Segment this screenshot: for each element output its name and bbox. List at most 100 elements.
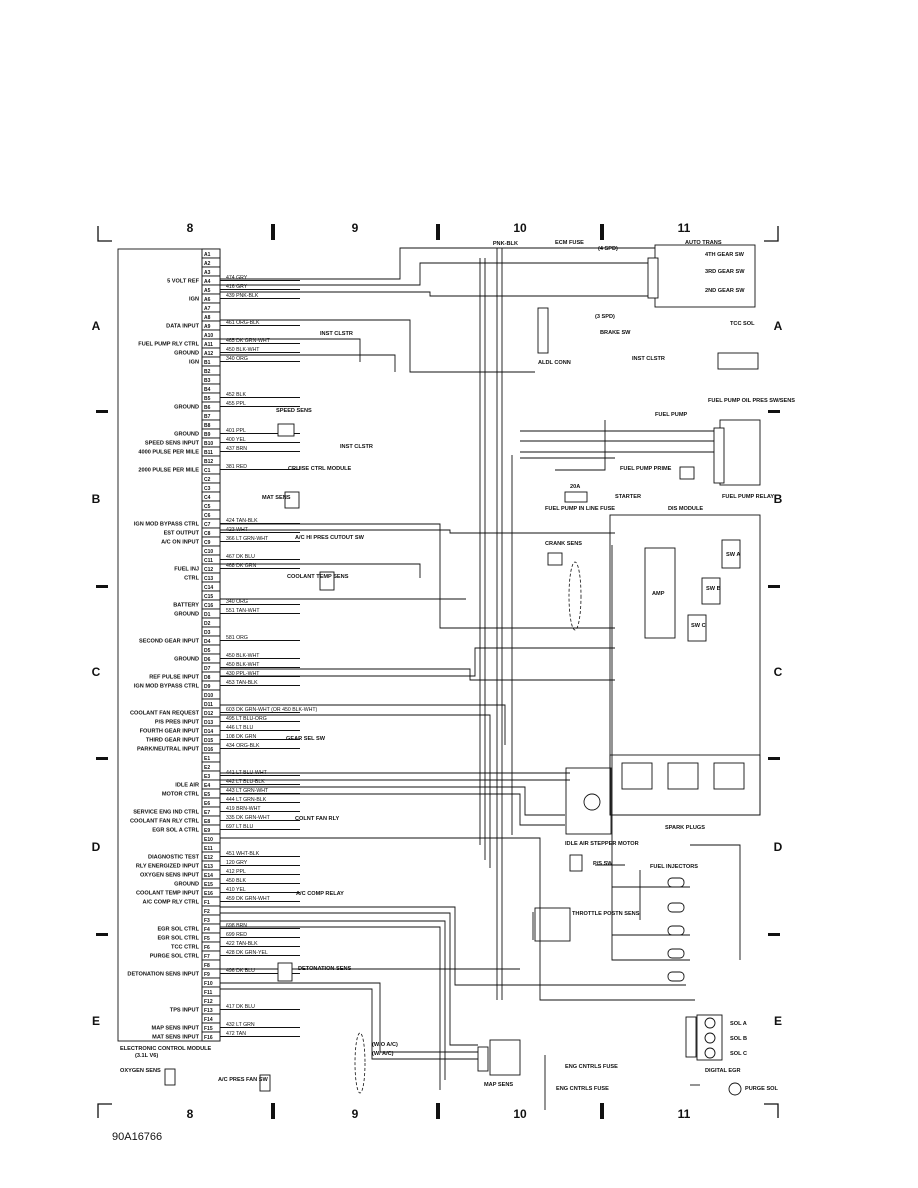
fuel-pump-relay-label: FUEL PUMP RELAY bbox=[722, 494, 774, 500]
spark-plugs-label: SPARK PLUGS bbox=[665, 825, 705, 831]
ecm-wire-label: 416 GRY bbox=[226, 284, 248, 290]
ecm-function-label: 5 VOLT REF bbox=[167, 279, 199, 285]
ecm-pin-label: A12 bbox=[204, 351, 213, 357]
ecm-wire-label: 401 PPL bbox=[226, 428, 246, 434]
ecm-function-label: IGN bbox=[189, 360, 199, 366]
ecm-pin-label: D5 bbox=[204, 648, 211, 654]
ecm-function-label: A/C ON INPUT bbox=[161, 540, 199, 546]
ecm-wire-label: 340 ORG bbox=[226, 356, 248, 362]
figure-id: 90A16766 bbox=[112, 1131, 162, 1143]
ecm-function-label: GROUND bbox=[174, 657, 199, 663]
sol-b-label: SOL B bbox=[730, 1036, 747, 1042]
ecm-wire-label: 551 TAN-WHT bbox=[226, 608, 260, 614]
ecm-wire-label: 468 DK GRN bbox=[226, 563, 257, 569]
ecm-wire-label: 465 DK GRN-WHT bbox=[226, 338, 271, 344]
ecm-pin-label: D13 bbox=[204, 720, 213, 726]
ecm-wire-label: 432 LT GRN bbox=[226, 1022, 255, 1028]
ecm-wire-label: 424 TAN-BLK bbox=[226, 518, 258, 524]
ecm-pin-label: C15 bbox=[204, 594, 213, 600]
grid-col-label: 11 bbox=[678, 221, 691, 235]
fuel-pump-oil-label: FUEL PUMP OIL PRES SW/SENS bbox=[708, 398, 795, 404]
ecm-pin-label: C5 bbox=[204, 504, 211, 510]
ecm-function-label: SERVICE ENG IND CTRL bbox=[133, 810, 199, 816]
ecm-pin-label: F9 bbox=[204, 972, 210, 978]
ecm-function-label: FUEL INJ bbox=[174, 567, 199, 573]
crank-sens-label: CRANK SENS bbox=[545, 541, 582, 547]
ecm-pin-label: C3 bbox=[204, 486, 211, 492]
ecm-wire-label: 340 ORG bbox=[226, 599, 248, 605]
dis-module-label: DIS MODULE bbox=[668, 506, 703, 512]
ecm-pin-label: A9 bbox=[204, 324, 211, 330]
mat-sens-label: MAT SENS bbox=[262, 495, 291, 501]
ecm-function-label: COOLANT FAN REQUEST bbox=[130, 711, 200, 717]
crop-marks bbox=[96, 224, 780, 1119]
ecm-pin-label: F1 bbox=[204, 900, 210, 906]
ecm-function-label: GROUND bbox=[174, 405, 199, 411]
ecm-pin-label: E6 bbox=[204, 801, 210, 807]
ecm-wire-label: 450 BLK-WHT bbox=[226, 347, 260, 353]
four-spd-label: (4 SPD) bbox=[598, 246, 618, 252]
ecm-wire-label: 461 ORG-BLK bbox=[226, 320, 260, 326]
ecm-pin-label: D12 bbox=[204, 711, 213, 717]
ecm-pin-label: D8 bbox=[204, 675, 211, 681]
ecm-function-label: SPEED SENS INPUT bbox=[145, 441, 200, 447]
ecm-pin-label: E7 bbox=[204, 810, 210, 816]
ecm-pin-label: E1 bbox=[204, 756, 210, 762]
ecm-pin-label: D9 bbox=[204, 684, 211, 690]
ecm-function-label: EST OUTPUT bbox=[164, 531, 200, 537]
ecm-function-label: EGR SOL CTRL bbox=[157, 936, 199, 942]
ecm-function-label: REF PULSE INPUT bbox=[149, 675, 199, 681]
fuel-pump-inline-label: FUEL PUMP IN LINE FUSE bbox=[545, 506, 615, 512]
ecm-wire-label: 495 LT BLU-ORG bbox=[226, 716, 267, 722]
ecm-pin-label: B1 bbox=[204, 360, 211, 366]
ac-pres-fan-label: A/C PRES FAN SW bbox=[218, 1077, 268, 1083]
ecm-function-label: IDLE AIR bbox=[175, 783, 199, 789]
ecm-wire-label: 698 BRN bbox=[226, 923, 247, 929]
inst-clstr-label: INST CLSTR bbox=[320, 331, 353, 337]
ecm-wire-label: 472 TAN bbox=[226, 1031, 246, 1037]
throttle-posn-label: THROTTLE POSTN SENS bbox=[572, 911, 640, 917]
ecm-function-label: IGN MOD BYPASS CTRL bbox=[134, 522, 200, 528]
grid-row-label: D bbox=[92, 840, 101, 854]
ecm-pin-label: F11 bbox=[204, 990, 213, 996]
ecm-pin-label: A5 bbox=[204, 288, 211, 294]
grid-labels: 8 9 10 11 8 9 10 11 A B C D E A B C D E bbox=[92, 221, 783, 1121]
iac-motor-label: IDLE AIR STEPPER MOTOR bbox=[565, 841, 639, 847]
ecm-pin-label: C14 bbox=[204, 585, 213, 591]
ecm-pin-label: F10 bbox=[204, 981, 213, 987]
auto-trans-label: AUTO TRANS bbox=[685, 240, 722, 246]
grid-col-label: 11 bbox=[678, 1107, 691, 1121]
ecm-function-label: MAP SENS INPUT bbox=[152, 1026, 200, 1032]
grid-row-label: B bbox=[774, 492, 783, 506]
tcc-sol-label: TCC SOL bbox=[730, 321, 755, 327]
ecm-pin-label: E9 bbox=[204, 828, 210, 834]
sol-c-label: SOL C bbox=[730, 1051, 747, 1057]
grid-row-label: E bbox=[774, 1014, 782, 1028]
starter-label: STARTER bbox=[615, 494, 641, 500]
ecm-pin-label: E4 bbox=[204, 783, 210, 789]
ecm-pin-label: C11 bbox=[204, 558, 213, 564]
ecm-function-label: P/S PRES INPUT bbox=[155, 720, 200, 726]
ecm-wire-label: 444 LT GRN-BLK bbox=[226, 797, 267, 803]
ecm-wire-label: 410 YEL bbox=[226, 887, 246, 893]
w-ac-label: (W/ A/C) bbox=[372, 1051, 394, 1057]
ecm-wire-label: 467 DK BLU bbox=[226, 554, 255, 560]
ecm-function-label: THIRD GEAR INPUT bbox=[146, 738, 200, 744]
ecm-function-label: COOLANT FAN RLY CTRL bbox=[130, 819, 200, 825]
ecm-wire-label: 419 BRN-WHT bbox=[226, 806, 261, 812]
grid-row-label: A bbox=[92, 319, 101, 333]
ecm-pin-label: F4 bbox=[204, 927, 210, 933]
ecm-pin-label: F14 bbox=[204, 1017, 213, 1023]
ecm-wire-label: 417 DK BLU bbox=[226, 1004, 255, 1010]
eng-cntrls-fuse-label: ENG CNTRLS FUSE bbox=[565, 1064, 618, 1070]
ecm-pin-label: A10 bbox=[204, 333, 213, 339]
ecm-function-label: EGR SOL CTRL bbox=[157, 927, 199, 933]
grid-row-label: B bbox=[92, 492, 101, 506]
ecm-pin-label: D11 bbox=[204, 702, 213, 708]
ecm-function-label: MOTOR CTRL bbox=[162, 792, 200, 798]
ecm-wire-label: 430 PPL-WHT bbox=[226, 671, 260, 677]
ecm-pin-label: C4 bbox=[204, 495, 211, 501]
ecm-wire-label: 439 PNK-BLK bbox=[226, 293, 259, 299]
grid-col-label: 10 bbox=[513, 221, 527, 235]
